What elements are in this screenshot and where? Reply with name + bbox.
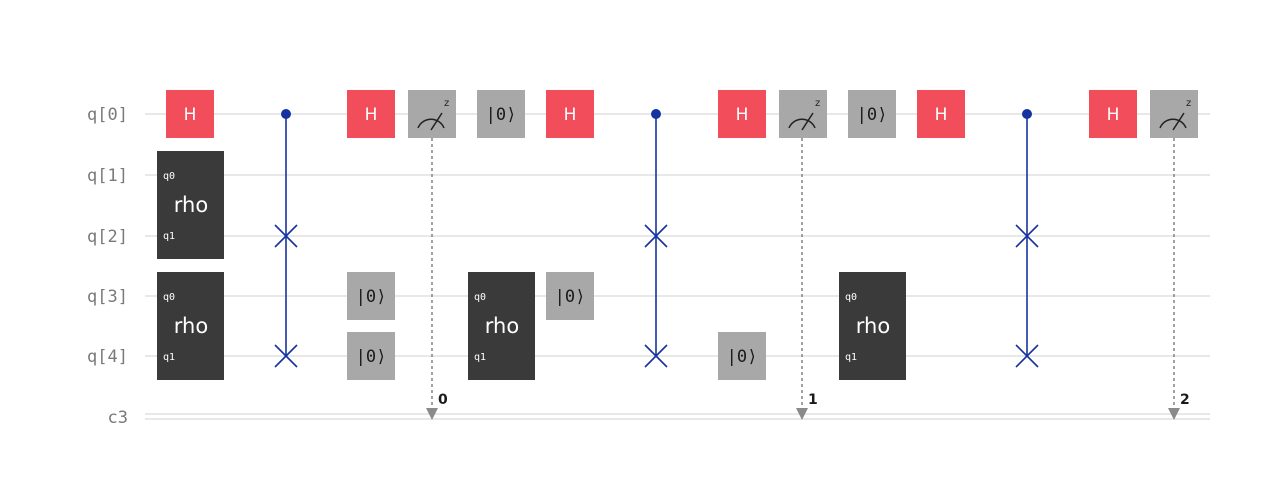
- reset-gate[interactable]: |0⟩: [347, 332, 395, 380]
- measure-arrow: [426, 408, 438, 420]
- measure-gate[interactable]: z: [779, 90, 827, 138]
- reset-gate-label: |0⟩: [356, 347, 387, 367]
- measure-gate[interactable]: z: [1150, 90, 1198, 138]
- h-gate-label: H: [184, 105, 197, 125]
- classical-register-label: c3: [108, 408, 128, 428]
- swap-target-x: [274, 224, 298, 248]
- swap-target-x: [274, 344, 298, 368]
- rho-gate-label: rho: [174, 193, 208, 217]
- controlled-swap[interactable]: [644, 109, 668, 368]
- measure-basis-label: z: [1186, 98, 1191, 109]
- rho-gate[interactable]: q0 rho q1: [157, 272, 224, 380]
- h-gate-label: H: [365, 105, 378, 125]
- rho-port-q0: q0: [163, 292, 175, 303]
- rho-port-q1: q1: [163, 231, 175, 242]
- swap-target-x: [644, 344, 668, 368]
- reset-gate-label: |0⟩: [857, 105, 888, 125]
- h-gate-label: H: [736, 105, 749, 125]
- swap-target-x: [1015, 224, 1039, 248]
- controlled-swap[interactable]: [274, 109, 298, 368]
- swap-target-x: [1015, 344, 1039, 368]
- reset-gate[interactable]: |0⟩: [347, 272, 395, 320]
- h-gate[interactable]: H: [347, 90, 395, 138]
- rho-gate-label: rho: [174, 314, 208, 338]
- swap-target-x: [644, 224, 668, 248]
- reset-gate[interactable]: |0⟩: [718, 332, 766, 380]
- measure-bit-label: 1: [808, 392, 818, 408]
- rho-gate[interactable]: q0 rho q1: [468, 272, 535, 380]
- controlled-swap[interactable]: [1015, 109, 1039, 368]
- h-gate[interactable]: H: [166, 90, 214, 138]
- measure-bit-label: 0: [438, 392, 448, 408]
- reset-gate[interactable]: |0⟩: [848, 90, 896, 138]
- qubit-label-q4: q[4]: [87, 347, 128, 367]
- control-dot: [651, 109, 661, 119]
- rho-gate[interactable]: q0 rho q1: [839, 272, 906, 380]
- reset-gate-label: |0⟩: [555, 287, 586, 307]
- reset-gate-label: |0⟩: [486, 105, 517, 125]
- rho-port-q1: q1: [163, 352, 175, 363]
- qubit-label-q0: q[0]: [87, 105, 128, 125]
- h-gate-label: H: [564, 105, 577, 125]
- meter-icon: [417, 112, 445, 131]
- rho-port-q0: q0: [474, 292, 486, 303]
- measure-arrow: [1168, 408, 1180, 420]
- rho-port-q1: q1: [845, 352, 857, 363]
- reset-gate-label: |0⟩: [356, 287, 387, 307]
- meter-icon: [788, 112, 816, 131]
- h-gate-label: H: [1107, 105, 1120, 125]
- h-gate[interactable]: H: [546, 90, 594, 138]
- control-dot: [1022, 109, 1032, 119]
- h-gate[interactable]: H: [917, 90, 965, 138]
- rho-port-q0: q0: [845, 292, 857, 303]
- rho-port-q0: q0: [163, 171, 175, 182]
- meter-icon: [1159, 112, 1187, 131]
- rho-gate[interactable]: q0 rho q1: [157, 151, 224, 259]
- h-gate[interactable]: H: [1089, 90, 1137, 138]
- qubit-label-q3: q[3]: [87, 287, 128, 307]
- measure-basis-label: z: [815, 98, 820, 109]
- qubit-label-q1: q[1]: [87, 166, 128, 186]
- measure-gate[interactable]: z: [408, 90, 456, 138]
- h-gate-label: H: [935, 105, 948, 125]
- reset-gate-label: |0⟩: [727, 347, 758, 367]
- measure-bit-label: 2: [1180, 392, 1190, 408]
- reset-gate[interactable]: |0⟩: [546, 272, 594, 320]
- rho-port-q1: q1: [474, 352, 486, 363]
- rho-gate-label: rho: [485, 314, 519, 338]
- measure-basis-label: z: [444, 98, 449, 109]
- measure-arrow: [796, 408, 808, 420]
- h-gate[interactable]: H: [718, 90, 766, 138]
- control-dot: [281, 109, 291, 119]
- reset-gate[interactable]: |0⟩: [477, 90, 525, 138]
- rho-gate-label: rho: [856, 314, 890, 338]
- qubit-label-q2: q[2]: [87, 227, 128, 247]
